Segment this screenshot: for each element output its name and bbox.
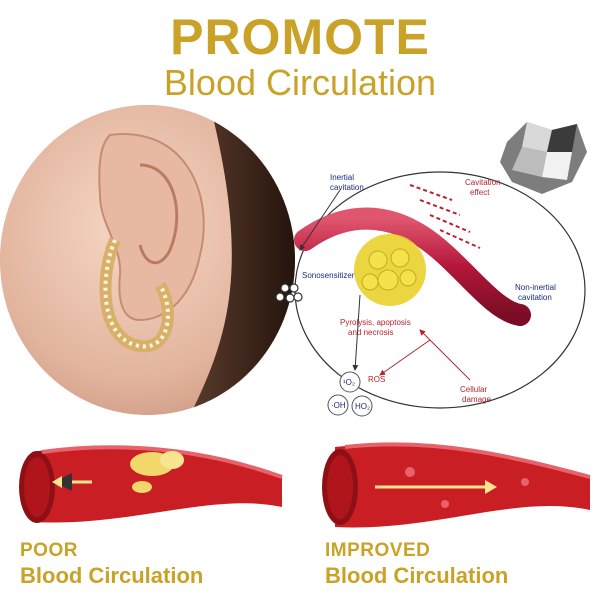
cavitation-diagram: Inertial cavitation Cavitation effect So… [270,160,600,430]
label-inertial-2: cavitation [330,183,364,192]
label-o2: ¹O₂ [343,378,355,387]
caption-poor: POOR Blood Circulation [20,540,203,589]
caption-improved: IMPROVED Blood Circulation [325,540,508,589]
label-pyrolysis-1: Pyrolysis, apoptosis [340,318,411,327]
metal-chunk-image [492,112,592,202]
label-cellular-damage-1: Cellular [460,385,487,394]
label-pyrolysis-2: and necrosis [348,328,393,337]
label-cavitation-effect-2: effect [470,188,490,197]
label-oh: ·OH [331,401,346,410]
label-sonosensitizer: Sonosensitizer [302,271,355,280]
caption-improved-line2: Blood Circulation [325,563,509,588]
label-ros: ROS [368,375,385,384]
ear-earring-photo [0,105,295,415]
poor-circulation-vessel [12,432,292,537]
caption-poor-line2: Blood Circulation [20,563,204,588]
label-ho2: HO₂ [355,402,370,411]
label-inertial-1: Inertial [330,173,354,182]
label-non-inertial-2: cavitation [518,293,552,302]
label-cavitation-effect-1: Cavitation [465,178,501,187]
label-cellular-damage-2: damage [462,395,491,404]
headline-subtitle: Blood Circulation [163,62,437,103]
label-non-inertial-1: Non-inertial [515,283,556,292]
caption-poor-line1: POOR [20,540,78,561]
headline-title: PROMOTE [170,9,430,65]
improved-circulation-vessel [315,432,595,537]
caption-improved-line1: IMPROVED [325,540,431,561]
